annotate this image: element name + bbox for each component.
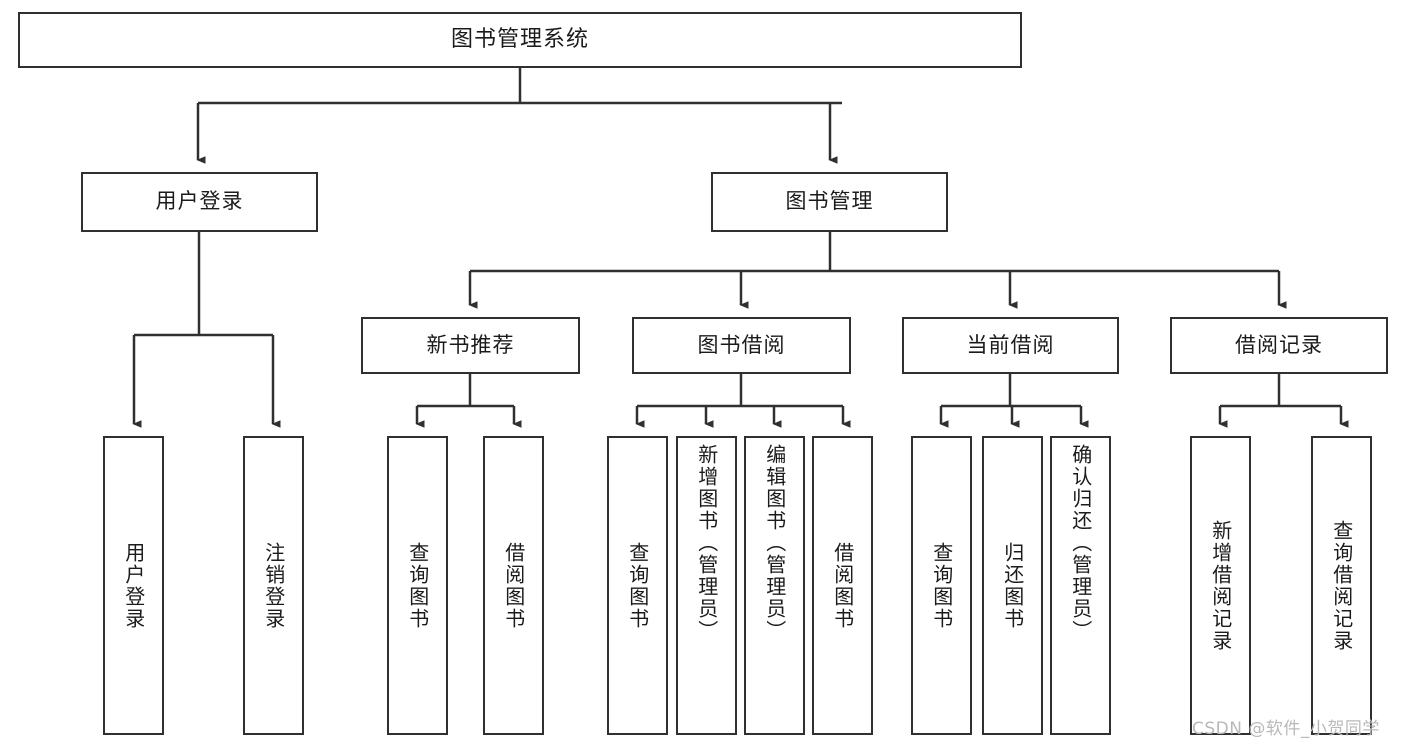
node-leaf-logout[interactable]: 注销登录 (243, 436, 304, 735)
csdn-watermark: CSDN @软件_小贺同学 (1192, 719, 1380, 739)
node-label: 查询图书 (929, 541, 954, 630)
node-root[interactable]: 图书管理系统 (18, 12, 1022, 68)
node-label: 图书借阅 (697, 332, 786, 357)
node-label: 图书管理 (785, 189, 874, 214)
node-leaf-borrow-book-rec[interactable]: 借阅图书 (483, 436, 544, 735)
node-leaf-query-borrow-record[interactable]: 查询借阅记录 (1311, 436, 1372, 735)
node-label: 编辑图书（管理员） (762, 444, 787, 642)
node-label: 借阅图书 (830, 541, 855, 630)
node-level2-current-borrow[interactable]: 当前借阅 (902, 317, 1119, 374)
node-label: 用户登录 (155, 189, 244, 214)
node-level2-book-borrow[interactable]: 图书借阅 (632, 317, 851, 374)
node-label: 新增借阅记录 (1208, 519, 1233, 652)
node-leaf-add-borrow-record[interactable]: 新增借阅记录 (1190, 436, 1251, 735)
node-label: 查询借阅记录 (1329, 519, 1354, 652)
node-leaf-confirm-return-admin[interactable]: 确认归还（管理员） (1050, 436, 1111, 735)
node-leaf-user-login[interactable]: 用户登录 (103, 436, 164, 735)
node-label: 查询图书 (405, 541, 430, 630)
node-label: 确认归还（管理员） (1068, 444, 1093, 642)
node-level1-book-management[interactable]: 图书管理 (711, 172, 948, 232)
node-level2-borrow-record[interactable]: 借阅记录 (1170, 317, 1388, 374)
node-label: 当前借阅 (966, 332, 1055, 357)
node-root-label: 图书管理系统 (450, 26, 589, 52)
node-leaf-query-book-borrow[interactable]: 查询图书 (607, 436, 668, 735)
node-label: 用户登录 (121, 541, 146, 630)
node-leaf-edit-book-admin[interactable]: 编辑图书（管理员） (744, 436, 805, 735)
node-level2-new-book-recommend[interactable]: 新书推荐 (361, 317, 580, 374)
node-label: 查询图书 (625, 541, 650, 630)
node-leaf-borrow-book[interactable]: 借阅图书 (812, 436, 873, 735)
node-leaf-query-book-rec[interactable]: 查询图书 (387, 436, 448, 735)
node-label: 新增图书（管理员） (694, 444, 719, 642)
node-level1-user-login[interactable]: 用户登录 (81, 172, 318, 232)
node-leaf-return-book[interactable]: 归还图书 (982, 436, 1043, 735)
node-label: 新书推荐 (426, 332, 515, 357)
node-label: 注销登录 (261, 541, 286, 630)
node-label: 借阅记录 (1235, 332, 1323, 357)
node-label: 归还图书 (1000, 541, 1025, 630)
node-label: 借阅图书 (501, 541, 526, 630)
node-leaf-query-book-current[interactable]: 查询图书 (911, 436, 972, 735)
node-leaf-add-book-admin[interactable]: 新增图书（管理员） (676, 436, 737, 735)
